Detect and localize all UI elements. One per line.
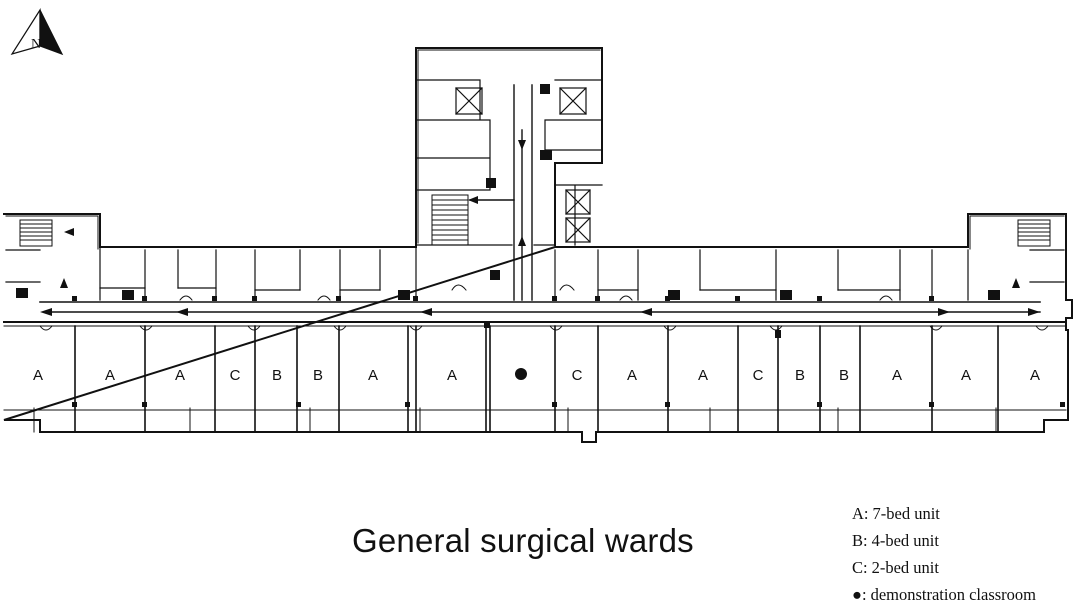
classroom-marker <box>515 368 527 380</box>
ward-unit-label: B <box>313 367 323 384</box>
structural-columns <box>16 84 1065 407</box>
legend-separator: : <box>863 531 868 550</box>
north-rooms <box>5 246 1065 301</box>
ward-unit-label: A <box>698 367 708 384</box>
ward-unit-label: B <box>272 367 282 384</box>
ward-unit-label: A <box>447 367 457 384</box>
corridor-arrowheads <box>40 140 1040 316</box>
door-swings <box>39 284 1049 331</box>
ward-unit-label: A <box>105 367 115 384</box>
legend-item-b: B:4-bed unit <box>852 527 1077 554</box>
ward-unit-label: A <box>627 367 637 384</box>
north-letter: N <box>31 37 42 52</box>
legend-item-a: A:7-bed unit <box>852 500 1077 527</box>
legend-item-c: C:2-bed unit <box>852 554 1077 581</box>
ward-unit-label: C <box>753 367 764 384</box>
legend-separator: : <box>863 558 868 577</box>
legend: A:7-bed unit B:4-bed unit C:2-bed unit ●… <box>852 500 1077 608</box>
legend-text: 4-bed unit <box>871 531 939 550</box>
ward-unit-label: A <box>961 367 971 384</box>
legend-key: B <box>852 531 864 550</box>
ward-unit-label: A <box>33 367 43 384</box>
ward-unit-label: C <box>230 367 241 384</box>
ward-unit-label: B <box>795 367 805 384</box>
legend-key: C <box>852 558 864 577</box>
legend-key: A <box>852 504 864 523</box>
legend-separator: : <box>861 585 867 604</box>
legend-text: demonstration classroom <box>870 585 1036 604</box>
ward-unit-label: A <box>1030 367 1040 384</box>
ward-unit-label: A <box>892 367 902 384</box>
legend-text: 7-bed unit <box>872 504 940 523</box>
legend-separator: : <box>863 504 869 523</box>
ward-unit-label: A <box>175 367 185 384</box>
core-rooms <box>415 79 603 246</box>
page-title: General surgical wards <box>352 522 694 559</box>
ward-unit-label: B <box>839 367 849 384</box>
ward-unit-label: A <box>368 367 378 384</box>
ward-unit-label: C <box>572 367 583 384</box>
legend-key: ● <box>852 585 862 604</box>
legend-item-d: ●:demonstration classroom <box>852 581 1077 608</box>
main-block-outline <box>3 213 1073 443</box>
north-arrow-icon <box>10 7 64 56</box>
ward-partitions <box>3 325 1067 433</box>
stairs <box>19 194 1051 247</box>
legend-text: 2-bed unit <box>871 558 939 577</box>
